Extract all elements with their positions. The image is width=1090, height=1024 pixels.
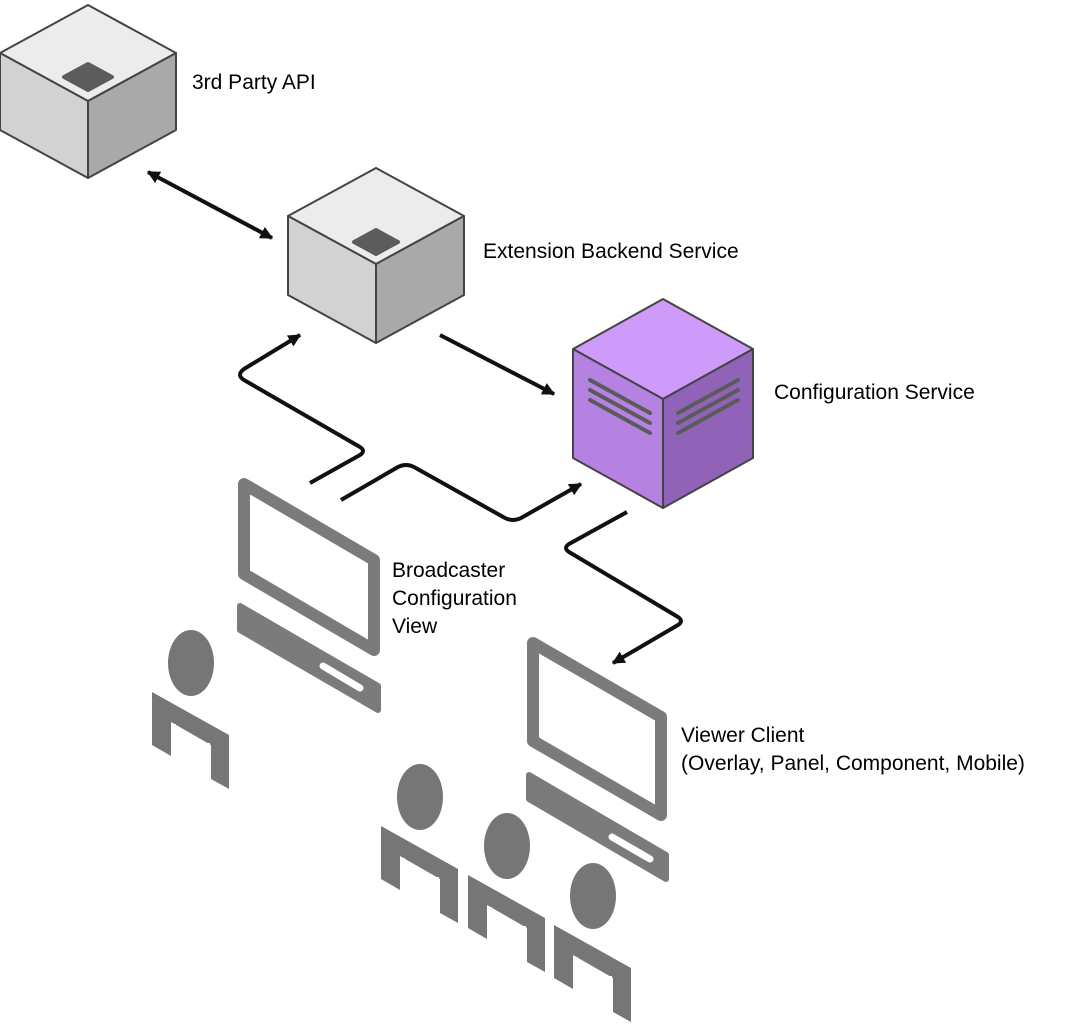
label-line: Configuration <box>392 587 517 610</box>
viewer-client-label: Viewer Client (Overlay, Panel, Component… <box>681 722 1025 778</box>
label-line: Configuration Service <box>774 381 975 404</box>
extension-backend-server-icon <box>287 167 465 344</box>
config-viewer-arrow <box>564 510 683 665</box>
label-line: Broadcaster <box>392 559 506 582</box>
configuration-service-label: Configuration Service <box>774 379 975 407</box>
label-line: (Overlay, Panel, Component, Mobile) <box>681 752 1025 775</box>
viewer-person-icon <box>468 813 545 972</box>
label-line: Extension Backend Service <box>483 240 739 263</box>
label-line: View <box>392 615 438 638</box>
third-party-api-label: 3rd Party API <box>192 69 316 97</box>
viewer-person-icon <box>381 764 458 923</box>
configuration-service-server-icon <box>572 298 754 509</box>
broadcaster-person-icon <box>152 630 229 789</box>
third-party-api-server-icon <box>0 4 177 179</box>
viewer-person-icon <box>554 863 631 1022</box>
api-backend-arrow <box>146 170 274 240</box>
extension-backend-label: Extension Backend Service <box>483 238 739 266</box>
label-line: 3rd Party API <box>192 71 316 94</box>
label-line: Viewer Client <box>681 724 805 747</box>
broadcaster-view-label: Broadcaster Configuration View <box>392 557 517 641</box>
broadcaster-backend-arrow <box>238 333 365 485</box>
backend-config-arrow <box>439 333 556 396</box>
broadcaster-computer-icon <box>237 478 381 713</box>
viewer-computer-icon <box>526 637 669 882</box>
broadcaster-config-arrow <box>339 463 583 522</box>
